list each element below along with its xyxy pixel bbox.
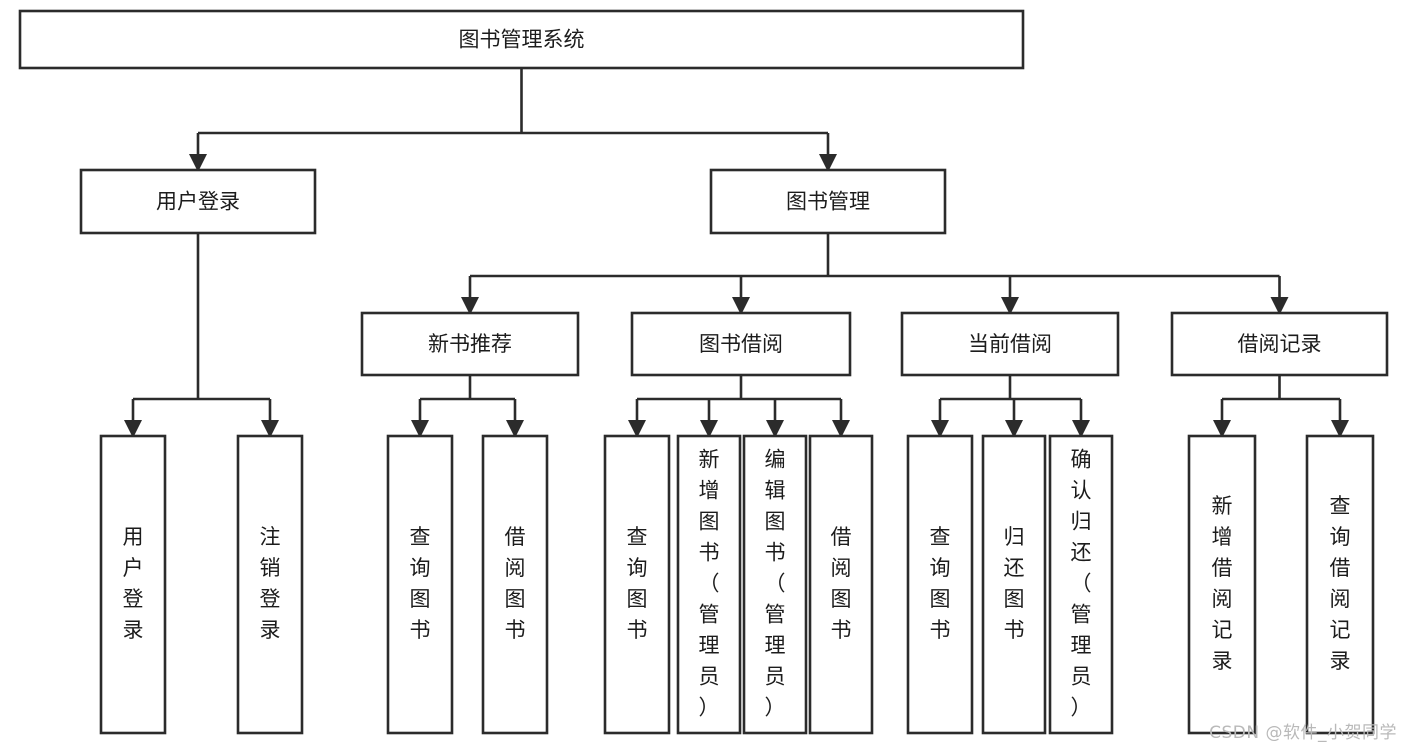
node-label-leaf-query-book-borrow: 查询图书 [627,525,648,642]
node-label-leaf-user-login: 用户登录 [123,525,144,642]
node-box-leaf-return-book [981,434,1047,735]
node-label-current-borrow: 当前借阅 [968,332,1052,356]
node-box-leaf-query-book-cur [906,434,974,735]
node-leaf-query-book-borrow[interactable]: 查询图书 [603,434,671,735]
node-box-leaf-user-login [99,434,167,735]
node-box-leaf-confirm-return-admin [1048,434,1114,735]
arrow-head-leaf-query-book-rec [411,420,429,438]
arrow-head-user-login [189,154,207,172]
node-label-root: 图书管理系统 [459,28,585,52]
node-box-current-borrow [900,311,1120,377]
arrow-head-new-book-recommend [461,297,479,315]
node-box-leaf-query-borrow-record [1305,434,1375,735]
node-box-leaf-borrow-book-rec [481,434,549,735]
node-label-leaf-edit-book-admin: 编辑图书（管理员） [765,448,786,720]
node-box-borrow-record [1170,311,1389,377]
node-label-leaf-return-book: 归还图书 [1004,525,1025,642]
node-box-leaf-add-book-admin [676,434,742,735]
connectors-layer [124,68,1349,438]
node-label-leaf-add-borrow-record: 新增借阅记录 [1212,494,1233,673]
arrow-head-leaf-borrow-book-rec [506,420,524,438]
arrow-head-leaf-borrow-book [832,420,850,438]
node-current-borrow[interactable]: 当前借阅 [900,311,1120,377]
arrow-head-leaf-add-book-admin [700,420,718,438]
node-leaf-add-borrow-record[interactable]: 新增借阅记录 [1187,434,1257,735]
node-box-leaf-add-borrow-record [1187,434,1257,735]
arrow-head-leaf-query-book-borrow [628,420,646,438]
node-leaf-add-book-admin[interactable]: 新增图书（管理员） [676,434,742,735]
node-box-root [18,9,1025,70]
node-user-login[interactable]: 用户登录 [79,168,317,235]
node-label-new-book-recommend: 新书推荐 [428,332,512,356]
node-label-user-login: 用户登录 [156,190,240,214]
arrow-head-leaf-add-borrow-record [1213,420,1231,438]
node-label-leaf-confirm-return-admin: 确认归还（管理员） [1071,448,1092,720]
node-leaf-query-borrow-record[interactable]: 查询借阅记录 [1305,434,1375,735]
arrow-head-borrow-record [1270,297,1289,315]
node-box-leaf-user-logout [236,434,304,735]
node-leaf-user-logout[interactable]: 注销登录 [236,434,304,735]
node-label-leaf-borrow-book-rec: 借阅图书 [505,525,526,642]
node-leaf-confirm-return-admin[interactable]: 确认归还（管理员） [1048,434,1114,735]
node-box-leaf-query-book-rec [386,434,454,735]
arrow-head-leaf-query-book-cur [931,420,949,438]
nodes-layer: 图书管理系统用户登录图书管理新书推荐图书借阅当前借阅借阅记录用户登录注销登录查询… [18,9,1389,735]
node-leaf-query-book-rec[interactable]: 查询图书 [386,434,454,735]
node-leaf-borrow-book-rec[interactable]: 借阅图书 [481,434,549,735]
node-box-book-borrow [630,311,852,377]
arrow-head-book-borrow [732,297,750,315]
arrow-head-book-manage [819,154,837,172]
node-label-leaf-user-logout: 注销登录 [260,525,281,642]
arrow-head-leaf-return-book [1005,420,1023,438]
node-label-leaf-query-book-cur: 查询图书 [930,525,951,642]
node-box-leaf-edit-book-admin [742,434,808,735]
node-label-book-borrow: 图书借阅 [699,332,783,356]
node-leaf-edit-book-admin[interactable]: 编辑图书（管理员） [742,434,808,735]
node-label-leaf-query-borrow-record: 查询借阅记录 [1330,494,1351,673]
node-leaf-user-login[interactable]: 用户登录 [99,434,167,735]
node-label-book-manage: 图书管理 [786,190,870,214]
node-leaf-return-book[interactable]: 归还图书 [981,434,1047,735]
arrow-head-leaf-confirm-return-admin [1072,420,1090,438]
node-new-book-recommend[interactable]: 新书推荐 [360,311,580,377]
node-box-new-book-recommend [360,311,580,377]
node-label-leaf-add-book-admin: 新增图书（管理员） [699,448,720,720]
arrow-head-leaf-edit-book-admin [766,420,784,438]
node-label-leaf-query-book-rec: 查询图书 [410,525,431,642]
node-box-book-manage [709,168,947,235]
node-leaf-query-book-cur[interactable]: 查询图书 [906,434,974,735]
arrow-head-leaf-user-logout [261,420,279,438]
node-label-borrow-record: 借阅记录 [1238,332,1322,356]
node-label-leaf-borrow-book: 借阅图书 [831,525,852,642]
arrow-head-leaf-query-borrow-record [1331,420,1349,438]
node-borrow-record[interactable]: 借阅记录 [1170,311,1389,377]
node-book-borrow[interactable]: 图书借阅 [630,311,852,377]
node-box-user-login [79,168,317,235]
node-leaf-borrow-book[interactable]: 借阅图书 [808,434,874,735]
arrow-head-current-borrow [1001,297,1019,315]
arrow-head-leaf-user-login [124,420,142,438]
node-box-leaf-query-book-borrow [603,434,671,735]
node-root[interactable]: 图书管理系统 [18,9,1025,70]
node-box-leaf-borrow-book [808,434,874,735]
node-book-manage[interactable]: 图书管理 [709,168,947,235]
